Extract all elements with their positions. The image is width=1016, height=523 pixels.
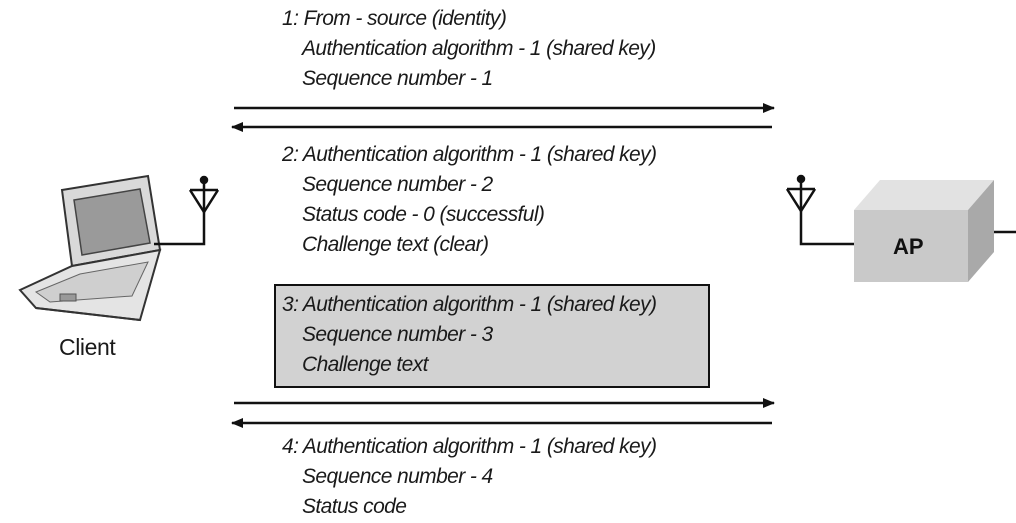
message-2: 2: Authentication algorithm - 1 (shared …: [282, 140, 657, 260]
message-4: 4: Authentication algorithm - 1 (shared …: [282, 432, 657, 522]
message-1-step: 1:: [282, 7, 299, 30]
access-point-box: [854, 180, 1016, 282]
message-3-box: [274, 284, 710, 388]
ap-antenna-icon: [785, 174, 854, 246]
message-1: 1: From - source (identity) Authenticati…: [282, 4, 656, 94]
ap-label: AP: [893, 234, 924, 259]
message-4-line-2: Sequence number - 4: [302, 465, 493, 488]
message-2-step: 2:: [282, 143, 299, 166]
client-antenna-icon: [154, 175, 220, 246]
message-2-line-3: Status code - 0 (successful): [302, 203, 545, 226]
message-4-line-1: Authentication algorithm - 1 (shared key…: [302, 435, 657, 458]
message-2-line-2: Sequence number - 2: [302, 173, 493, 196]
message-2-line-4: Challenge text (clear): [302, 233, 489, 256]
laptop-icon: [18, 174, 162, 322]
client-label: Client: [59, 334, 116, 360]
message-3-line-3: Challenge text: [302, 353, 428, 376]
message-3: 3: Authentication algorithm - 1 (shared …: [282, 290, 657, 380]
message-2-line-1: Authentication algorithm - 1 (shared key…: [302, 143, 657, 166]
message-1-line-3: Sequence number - 1: [302, 67, 493, 90]
message-3-step: 3:: [282, 293, 299, 316]
message-1-line-2: Authentication algorithm - 1 (shared key…: [302, 37, 656, 60]
message-4-step: 4:: [282, 435, 299, 458]
message-4-line-3: Status code: [302, 495, 407, 518]
message-3-line-2: Sequence number - 3: [302, 323, 493, 346]
message-1-line-1: From - source (identity): [303, 7, 507, 30]
message-3-line-1: Authentication algorithm - 1 (shared key…: [302, 293, 657, 316]
